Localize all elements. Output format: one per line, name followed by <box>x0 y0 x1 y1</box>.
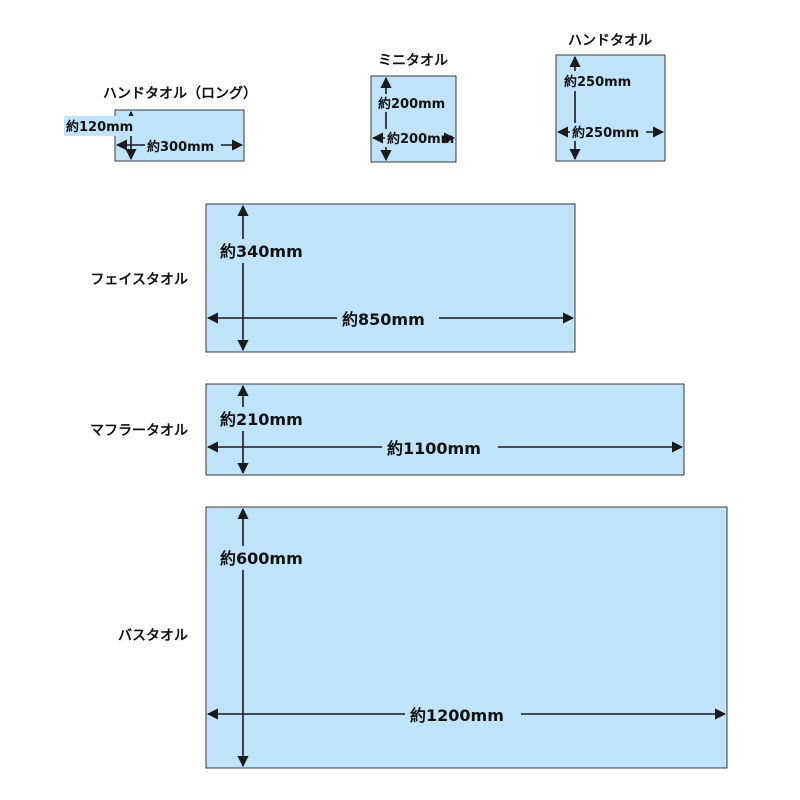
label-background <box>218 239 314 263</box>
label-background <box>385 129 443 147</box>
towel-name-label: バスタオル <box>118 628 188 644</box>
label-background <box>337 308 439 330</box>
height-label: 約210mm <box>220 410 303 429</box>
towel-name-label: ハンドタオル <box>568 33 652 49</box>
width-label: 約250mm <box>572 125 639 141</box>
towel-hand-long: ハンドタオル（ロング） 約120mm 約300mm <box>64 85 257 162</box>
towel-name-label: ミニタオル <box>378 53 448 69</box>
towel-rect <box>205 203 576 353</box>
towel-hand: ハンドタオル 約250mm 約250mm <box>555 33 666 162</box>
label-background <box>64 116 140 136</box>
label-background <box>218 407 314 431</box>
height-label: 約340mm <box>220 242 303 261</box>
towel-name-label: ハンドタオル（ロング） <box>103 85 257 102</box>
width-label: 約300mm <box>147 139 214 155</box>
width-label: 約850mm <box>342 310 425 329</box>
towel-rect <box>555 54 666 162</box>
label-background <box>382 437 498 459</box>
height-label: 約120mm <box>66 119 133 135</box>
width-label: 約1100mm <box>387 439 481 458</box>
label-background <box>376 94 440 112</box>
height-label: 約250mm <box>564 74 631 90</box>
towel-face: フェイスタオル 約340mm 約850mm <box>90 203 576 353</box>
towel-muffler: マフラータオル 約210mm 約1100mm <box>90 383 685 476</box>
width-label: 約1200mm <box>410 706 504 725</box>
towel-rect <box>370 75 457 163</box>
label-background <box>218 546 314 570</box>
width-label: 約200mm <box>387 131 454 147</box>
towel-name-label: マフラータオル <box>90 423 188 439</box>
towel-bath: バスタオル 約600mm 約1200mm <box>118 506 728 769</box>
height-label: 約200mm <box>378 96 445 112</box>
label-background <box>562 71 638 91</box>
label-background <box>570 123 646 141</box>
height-label: 約600mm <box>220 549 303 568</box>
label-background <box>145 137 221 155</box>
towel-mini: ミニタオル 約200mm 約200mm <box>370 53 457 163</box>
towel-name-label: フェイスタオル <box>90 272 188 288</box>
label-background <box>405 704 521 726</box>
